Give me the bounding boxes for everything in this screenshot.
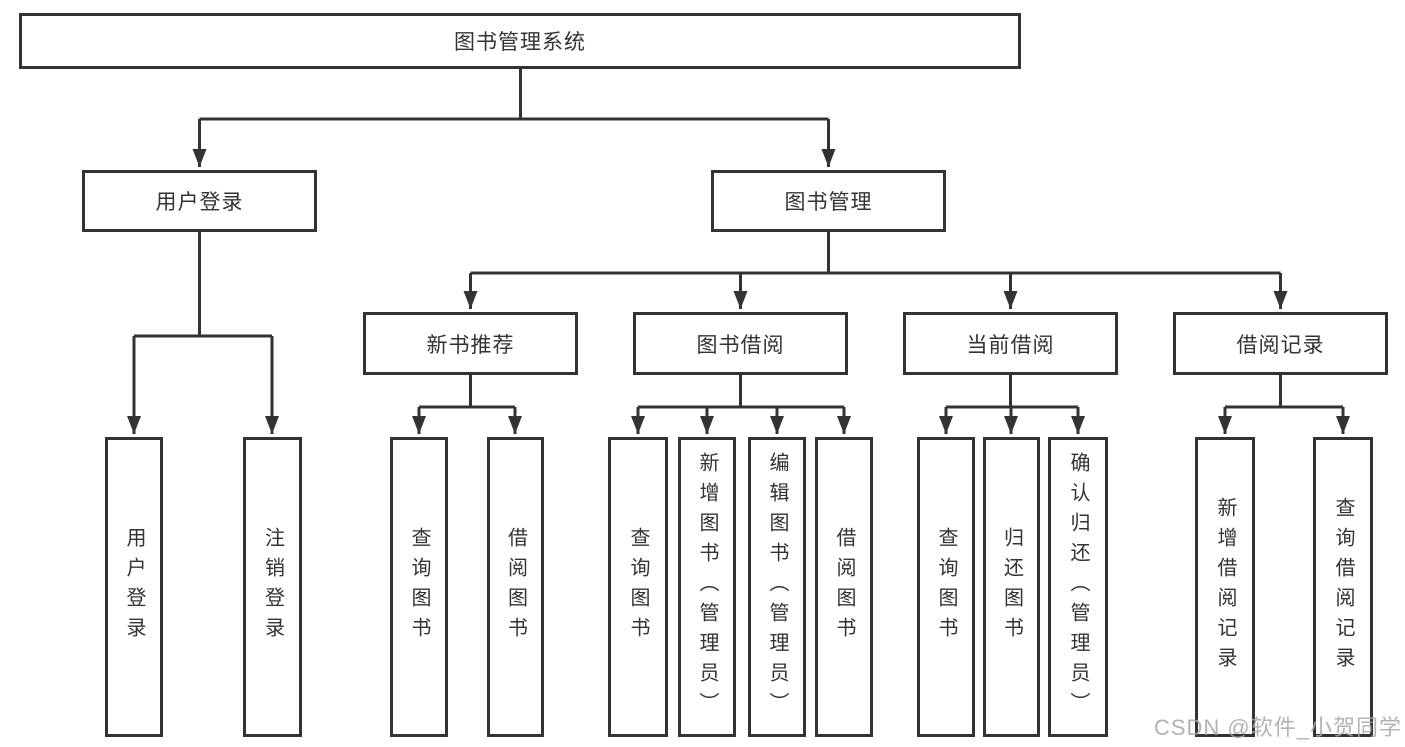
leaf-records-query-record-label: 查询借阅记录: [1332, 497, 1354, 677]
node-current-borrow: 当前借阅: [903, 312, 1118, 375]
leaf-user-login-label: 用户登录: [123, 527, 145, 647]
leaf-logout-login: 注销登录: [243, 437, 302, 737]
node-book-borrow-label: 图书借阅: [696, 333, 785, 357]
leaf-current-confirm-return-admin-label: 确认归还（管理员）: [1067, 452, 1089, 722]
leaf-borrow-add-books-admin: 新增图书（管理员）: [678, 437, 736, 737]
node-root-system: 图书管理系统: [19, 13, 1021, 69]
node-user-login: 用户登录: [82, 170, 317, 232]
leaf-logout-login-label: 注销登录: [261, 527, 284, 647]
connector-rails: [134, 67, 1343, 409]
node-new-book-recommend: 新书推荐: [363, 312, 578, 375]
node-borrow-records-label: 借阅记录: [1236, 333, 1325, 357]
leaf-newbook-borrow-books-label: 借阅图书: [504, 527, 527, 647]
leaf-borrow-query-books-label: 查询图书: [627, 527, 649, 647]
leaf-borrow-edit-books-admin-label: 编辑图书（管理员）: [766, 452, 788, 722]
node-book-management-label: 图书管理: [784, 191, 873, 214]
leaf-newbook-query-books: 查询图书: [390, 437, 448, 737]
leaf-current-return-books: 归还图书: [983, 437, 1040, 737]
leaf-current-query-books: 查询图书: [917, 437, 975, 737]
leaf-current-query-books-label: 查询图书: [935, 527, 957, 647]
leaf-newbook-query-books-label: 查询图书: [408, 527, 430, 647]
connector-arrows: [127, 119, 1350, 434]
leaf-user-login: 用户登录: [105, 437, 163, 737]
node-borrow-records: 借阅记录: [1173, 312, 1388, 375]
leaf-records-query-record: 查询借阅记录: [1313, 437, 1373, 737]
leaf-records-add-record: 新增借阅记录: [1195, 437, 1255, 737]
leaf-current-confirm-return-admin: 确认归还（管理员）: [1048, 437, 1108, 737]
leaf-records-add-record-label: 新增借阅记录: [1214, 497, 1236, 677]
leaf-current-return-books-label: 归还图书: [1000, 527, 1023, 647]
node-root-label: 图书管理系统: [454, 31, 586, 54]
node-new-book-recommend-label: 新书推荐: [426, 333, 515, 357]
leaf-borrow-add-books-admin-label: 新增图书（管理员）: [696, 452, 718, 722]
leaf-newbook-borrow-books: 借阅图书: [487, 437, 544, 737]
leaf-borrow-query-books: 查询图书: [608, 437, 668, 737]
leaf-borrow-borrow-books-label: 借阅图书: [833, 527, 855, 647]
node-book-borrow: 图书借阅: [633, 312, 848, 375]
leaf-borrow-borrow-books: 借阅图书: [815, 437, 873, 737]
node-current-borrow-label: 当前借阅: [966, 333, 1055, 357]
node-book-management: 图书管理: [711, 170, 946, 232]
node-user-login-label: 用户登录: [155, 191, 244, 214]
leaf-borrow-edit-books-admin: 编辑图书（管理员）: [748, 437, 806, 737]
